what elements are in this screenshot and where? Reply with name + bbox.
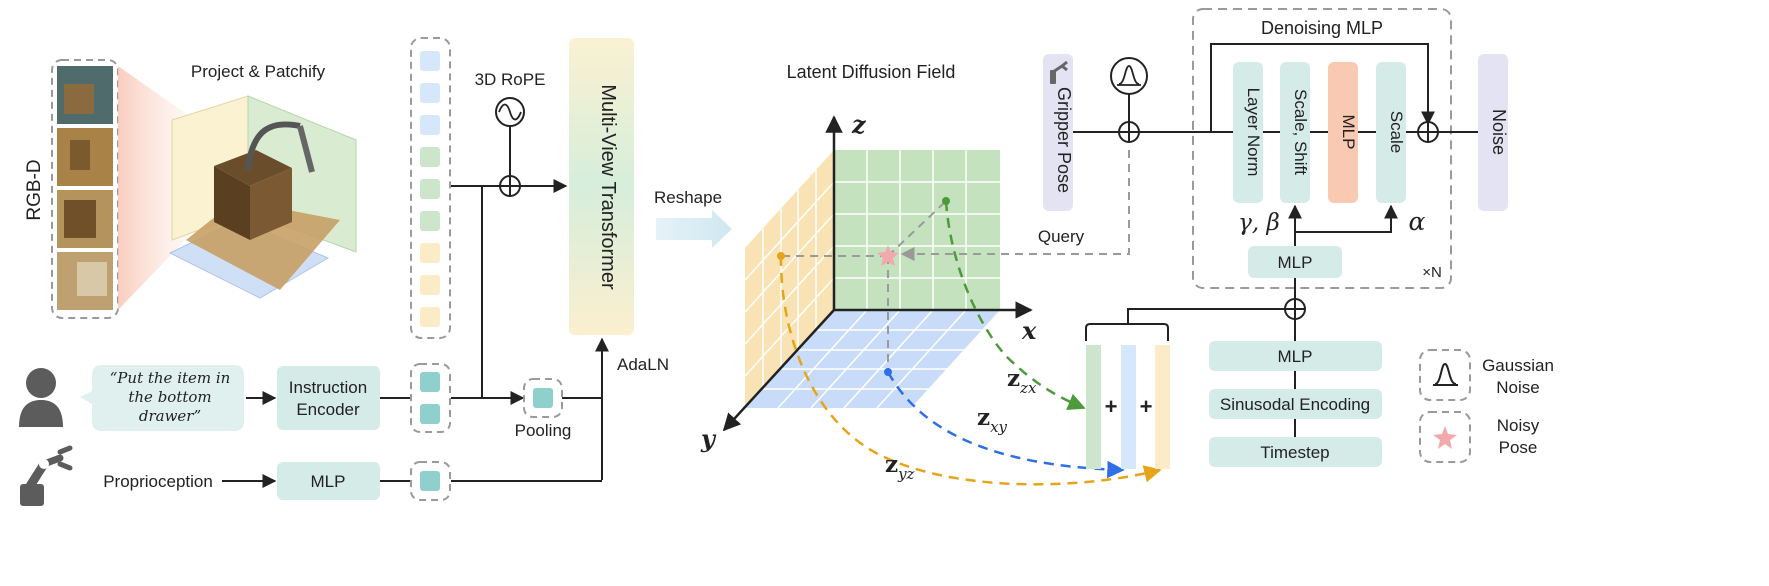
token-column-frame xyxy=(410,37,451,339)
z-yz-label: zyz xyxy=(885,451,915,483)
instruction-quote-line-1: “Put the item in xyxy=(110,369,231,387)
scale-label: Scale xyxy=(1387,111,1406,154)
sinusoidal-label: Sinusodal Encoding xyxy=(1220,395,1370,414)
rope-label: 3D RoPE xyxy=(475,70,546,89)
inner-mlp-box xyxy=(1328,62,1358,203)
instruction-encoder-line-1: Instruction xyxy=(289,378,367,397)
proprio-token-frame xyxy=(410,461,451,501)
plane-yz xyxy=(744,150,835,408)
noise-output-box xyxy=(1478,54,1508,211)
scene-3d xyxy=(168,95,357,299)
ldf-title: Latent Diffusion Field xyxy=(787,62,956,82)
query-label: Query xyxy=(1038,227,1085,246)
text-token-frame xyxy=(410,363,451,433)
plus-1: + xyxy=(1105,394,1118,419)
instruction-quote-line-3: drawer” xyxy=(139,407,201,425)
time-mlp-label: MLP xyxy=(1278,347,1313,366)
feature-bar-zx xyxy=(1086,345,1101,469)
time-mlp-box xyxy=(1209,341,1382,371)
text-token-1 xyxy=(420,372,440,392)
curve-yz xyxy=(779,255,1162,486)
cond-mlp-label: MLP xyxy=(1278,253,1313,272)
image-tokens xyxy=(420,51,440,327)
text-token-2 xyxy=(420,404,440,424)
z-zx-label: zzx xyxy=(1007,365,1037,397)
timestep-box xyxy=(1209,437,1382,467)
proprio-token xyxy=(420,471,440,491)
proprio-mlp-label: MLP xyxy=(311,472,346,491)
projection-lines xyxy=(781,200,947,372)
reshape-label: Reshape xyxy=(654,188,722,207)
denoising-title: Denoising MLP xyxy=(1261,18,1383,38)
cond-mlp-box xyxy=(1248,246,1342,278)
layer-norm-label: Layer Norm xyxy=(1244,88,1263,177)
transformer-label: Multi-View Transformer xyxy=(597,84,619,290)
layer-norm-box xyxy=(1233,62,1263,203)
inner-mlp-label: MLP xyxy=(1339,115,1358,150)
pooling-label: Pooling xyxy=(515,421,572,440)
pooling-frame xyxy=(523,378,563,418)
feature-bar-yz xyxy=(1155,345,1170,469)
plane-xz xyxy=(834,150,1000,310)
scale-box xyxy=(1376,62,1406,203)
adaln-label: AdaLN xyxy=(617,355,669,374)
legend-pose-line-1: Noisy xyxy=(1497,416,1540,435)
axis-y xyxy=(722,309,835,432)
bracket-to-plus xyxy=(1127,308,1296,324)
denoising-frame xyxy=(1192,8,1452,289)
legend-gaussian-icon xyxy=(1433,362,1458,386)
person-icon xyxy=(19,368,63,427)
timestep-label: Timestep xyxy=(1260,443,1329,462)
times-n-label: ×N xyxy=(1422,264,1442,281)
proprio-mlp-box xyxy=(277,462,380,500)
noise-output-label: Noise xyxy=(1489,109,1509,155)
curve-xy xyxy=(886,371,1125,479)
legend-star-icon xyxy=(1433,426,1457,449)
pooled-token xyxy=(533,388,553,408)
robot-arm-icon xyxy=(20,445,73,506)
gripper-pose-label: Gripper Pose xyxy=(1054,87,1074,193)
multi-view-transformer xyxy=(569,38,634,335)
instruction-encoder-line-2: Encoder xyxy=(296,400,360,419)
plane-xy xyxy=(745,309,1000,409)
sine-wave-path xyxy=(498,103,522,121)
instruction-encoder-box xyxy=(277,366,380,430)
project-patchify-label: Project & Patchify xyxy=(191,62,326,81)
speech-bubble xyxy=(80,365,244,431)
axis-z-label: z xyxy=(851,110,867,139)
gripper-pose-box xyxy=(1043,54,1073,211)
legend-gaussian-line-2: Noise xyxy=(1496,378,1539,397)
instruction-quote-line-2: the bottom xyxy=(128,388,211,406)
rgbd-images xyxy=(57,66,113,310)
gamma-beta-label: γ, β xyxy=(1238,210,1280,236)
axis-x-label: x xyxy=(1021,316,1037,345)
feature-bar-xy xyxy=(1121,345,1136,469)
plus-2: + xyxy=(1140,394,1153,419)
proprioception-label: Proprioception xyxy=(103,472,213,491)
gaussian-noise-icon xyxy=(1110,57,1148,95)
scale-shift-box xyxy=(1280,62,1310,203)
query-line xyxy=(900,150,1130,261)
gripper-icon xyxy=(1050,60,1068,84)
alpha-label: α xyxy=(1409,207,1426,236)
legend-pose-frame xyxy=(1419,411,1471,463)
axis-y-label: y xyxy=(700,424,717,453)
curve-zx xyxy=(944,200,1086,411)
legend-pose-line-2: Pose xyxy=(1499,438,1538,457)
reshape-arrow xyxy=(656,210,732,248)
noisy-pose-star xyxy=(877,245,899,266)
skip-connection xyxy=(1210,43,1435,132)
mlp-to-scale xyxy=(1295,204,1398,233)
z-xy-label: zxy xyxy=(977,404,1008,436)
rgbd-label: RGB-D xyxy=(24,159,45,220)
scale-shift-label: Scale, Shift xyxy=(1291,89,1310,175)
sinusoidal-box xyxy=(1209,389,1382,419)
feature-bracket xyxy=(1085,323,1169,341)
legend-gaussian-line-1: Gaussian xyxy=(1482,356,1554,375)
legend-gaussian-frame xyxy=(1419,349,1471,401)
